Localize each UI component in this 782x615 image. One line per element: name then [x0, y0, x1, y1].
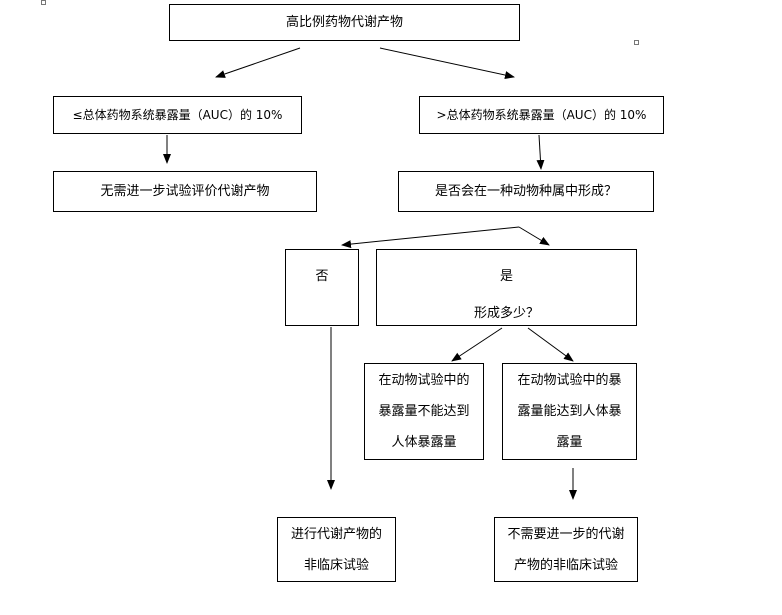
node-right-condition: >总体药物系统暴露量（AUC）的 10%	[419, 96, 664, 134]
node-yes-label: 是	[499, 269, 513, 284]
node-left-condition-label: ≤总体药物系统暴露量（AUC）的 10%	[72, 108, 283, 122]
anchor-mark-icon	[634, 40, 639, 45]
node-no-further-line-1: 不需要进一步的代谢	[507, 526, 625, 542]
arrow-right-to-question	[536, 134, 545, 170]
node-no-evaluation-label: 无需进一步试验评价代谢产物	[100, 184, 270, 199]
arrow-root-to-left	[215, 47, 301, 78]
node-no-further-line-2: 产物的非临床试验	[513, 557, 618, 573]
node-no-label: 否	[315, 269, 329, 284]
arrow-yes-to-can	[527, 327, 574, 362]
node-do-nonclinical: 进行代谢产物的 非临床试验	[277, 517, 396, 582]
node-yes-sublabel: 形成多少？	[473, 306, 539, 321]
node-cannot-reach-line-1: 在动物试验中的	[378, 373, 470, 388]
arrow-yes-to-cannot	[451, 327, 503, 362]
node-no-evaluation: 无需进一步试验评价代谢产物	[53, 171, 317, 212]
node-yes: 是 形成多少？	[376, 249, 637, 326]
arrow-question-to-no	[341, 226, 520, 249]
node-root: 高比例药物代谢产物	[169, 4, 520, 41]
arrow-root-to-right	[379, 47, 515, 80]
node-cannot-reach: 在动物试验中的 暴露量不能达到 人体暴露量	[364, 363, 484, 460]
node-root-label: 高比例药物代谢产物	[285, 15, 403, 30]
node-cannot-reach-line-2: 暴露量不能达到	[378, 404, 470, 419]
arrow-question-to-yes	[518, 226, 550, 246]
node-cannot-reach-line-3: 人体暴露量	[391, 435, 457, 450]
node-no-further: 不需要进一步的代谢 产物的非临床试验	[494, 517, 638, 582]
node-can-reach: 在动物试验中的暴 露量能达到人体暴 露量	[502, 363, 637, 460]
node-do-nonclinical-line-2: 非临床试验	[303, 557, 369, 573]
node-can-reach-line-3: 露量	[556, 435, 583, 450]
corner-mark-icon	[41, 0, 46, 5]
node-no: 否	[285, 249, 359, 326]
node-left-condition: ≤总体药物系统暴露量（AUC）的 10%	[53, 96, 302, 134]
node-right-condition-label: >总体药物系统暴露量（AUC）的 10%	[436, 108, 647, 122]
node-question-label: 是否会在一种动物种属中形成？	[434, 184, 617, 199]
node-can-reach-line-1: 在动物试验中的暴	[517, 373, 622, 388]
node-question: 是否会在一种动物种属中形成？	[398, 171, 654, 212]
node-do-nonclinical-line-1: 进行代谢产物的	[290, 526, 382, 542]
node-can-reach-line-2: 露量能达到人体暴	[517, 404, 622, 419]
